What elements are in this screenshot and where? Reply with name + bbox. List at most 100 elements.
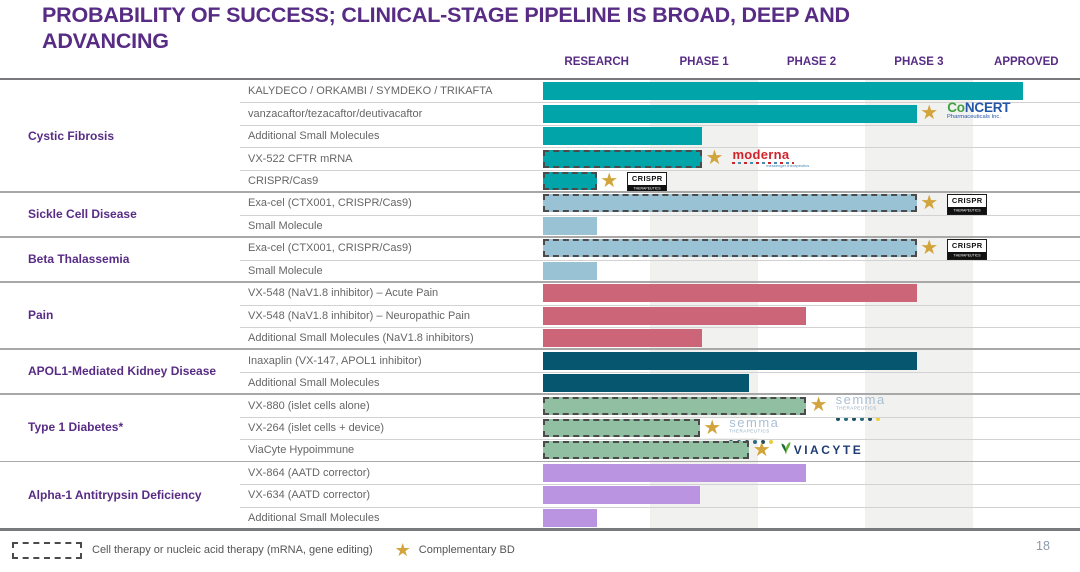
column-header-research: RESEARCH (564, 56, 629, 68)
semma-subtext: THERAPEUTICS (835, 405, 877, 411)
star-icon: ★ (809, 394, 828, 417)
program-phase-bar (543, 239, 917, 258)
disease-label: Beta Thalassemia (28, 252, 130, 267)
legend-dashed-box (12, 541, 82, 559)
legend-star-label: Complementary BD (418, 544, 515, 556)
row-separator (240, 506, 1080, 508)
program-label: vanzacaftor/tezacaftor/deutivacaftor (248, 107, 423, 120)
program-label: Additional Small Molecules (248, 377, 380, 390)
program-label: VX-548 (NaV1.8 inhibitor) – Neuropathic … (248, 309, 470, 322)
disease-label: APOL1-Mediated Kidney Disease (28, 364, 217, 379)
star-icon: ★ (752, 439, 771, 462)
column-header-phase-2: PHASE 2 (786, 56, 837, 68)
star-icon: ★ (703, 416, 722, 439)
star-icon: ★ (920, 102, 939, 125)
legend-dashed-box-label: Cell therapy or nucleic acid therapy (mR… (92, 544, 373, 556)
disease-label: Sickle Cell Disease (28, 207, 137, 222)
crispr-subtext-strip: THERAPEUTICS (628, 184, 667, 192)
row-separator (240, 124, 1080, 126)
program-label: Additional Small Molecules (NaV1.8 inhib… (248, 332, 474, 345)
program-phase-bar (543, 149, 702, 168)
program-phase-bar (543, 261, 597, 280)
program-label: Additional Small Molecules (248, 130, 380, 143)
program-label: VX-634 (AATD corrector) (248, 489, 371, 502)
concert-wordmark: CoNCERT (947, 100, 1011, 116)
semma-dots (835, 417, 896, 422)
program-phase-bar (543, 82, 1024, 101)
program-label: Small Molecule (248, 219, 323, 232)
section-separator (0, 281, 1080, 283)
page-title-line1: PROBABILITY OF SUCCESS; CLINICAL-STAGE P… (42, 3, 850, 27)
page-title-line2: ADVANCING (42, 29, 169, 53)
program-phase-bar (543, 306, 807, 325)
viacyte-logo: VIACYTE (780, 441, 870, 460)
program-phase-bar (543, 441, 750, 460)
row-separator (240, 259, 1080, 261)
program-phase-bar (543, 127, 702, 146)
program-phase-bar (543, 418, 700, 437)
row-separator (240, 169, 1080, 171)
program-phase-bar (543, 351, 917, 370)
program-phase-bar (543, 374, 750, 393)
section-separator (0, 460, 1080, 463)
semma-wordmark: semma (835, 392, 886, 408)
row-separator (240, 439, 1080, 441)
program-label: Inaxaplin (VX-147, APOL1 inhibitor) (248, 354, 422, 367)
legend: Cell therapy or nucleic acid therapy (mR… (12, 541, 515, 559)
crispr-wordmark: CRISPR (951, 241, 983, 251)
disease-label: Cystic Fibrosis (28, 128, 115, 143)
program-phase-bar (543, 486, 700, 505)
star-icon: ★ (705, 147, 724, 170)
semma-subtext: THERAPEUTICS (729, 428, 771, 434)
row-separator (240, 304, 1080, 306)
concert-subtext: Pharmaceuticals Inc. (947, 113, 1002, 121)
program-label: Small Molecule (248, 264, 323, 277)
program-label: Exa-cel (CTX001, CRISPR/Cas9) (248, 197, 412, 210)
logo-backdrop (699, 417, 798, 439)
row-separator (240, 214, 1080, 216)
page-title: PROBABILITY OF SUCCESS; CLINICAL-STAGE P… (42, 2, 1052, 54)
header-rule (0, 77, 1080, 80)
crispr-wordmark: CRISPR (951, 196, 983, 206)
viacyte-leaf-icon (780, 441, 792, 460)
row-separator (240, 326, 1080, 328)
program-phase-bar (543, 216, 597, 235)
disease-label: Pain (28, 308, 54, 323)
star-icon: ★ (920, 192, 939, 215)
row-separator (240, 416, 1080, 418)
program-phase-bar (543, 396, 807, 415)
program-label: VX-864 (AATD corrector) (248, 466, 371, 479)
star-icon: ★ (394, 540, 411, 560)
column-header-phase-1: PHASE 1 (679, 56, 729, 68)
column-header-approved: APPROVED (994, 56, 1059, 68)
semma-wordmark: semma (729, 414, 780, 430)
program-label: VX-522 CFTR mRNA (248, 152, 353, 165)
crispr-subtext-strip: THERAPEUTICS (948, 252, 987, 260)
program-phase-bar (543, 508, 597, 527)
row-separator (240, 102, 1080, 104)
moderna-subtext: messenger therapeutics (766, 163, 810, 169)
program-phase-bar (543, 172, 597, 190)
program-label: Additional Small Molecules (248, 511, 380, 524)
column-header-phase-3: PHASE 3 (894, 56, 944, 68)
program-label: KALYDECO / ORKAMBI / SYMDEKO / TRIKAFTA (248, 85, 493, 98)
bottom-rule (0, 528, 1080, 531)
program-label: ViaCyte Hypoimmune (248, 444, 355, 457)
section-separator (0, 191, 1080, 193)
moderna-wordmark: moderna (732, 147, 790, 163)
row-separator (240, 371, 1080, 373)
program-label: VX-548 (NaV1.8 inhibitor) – Acute Pain (248, 287, 439, 300)
page-number: 18 (1036, 539, 1050, 553)
program-phase-bar (543, 284, 917, 303)
moderna-dashed-underline (732, 162, 795, 165)
star-icon: ★ (600, 169, 619, 192)
section-separator (0, 236, 1080, 238)
section-separator (0, 393, 1080, 395)
disease-label: Alpha-1 Antitrypsin Deficiency (28, 487, 202, 502)
